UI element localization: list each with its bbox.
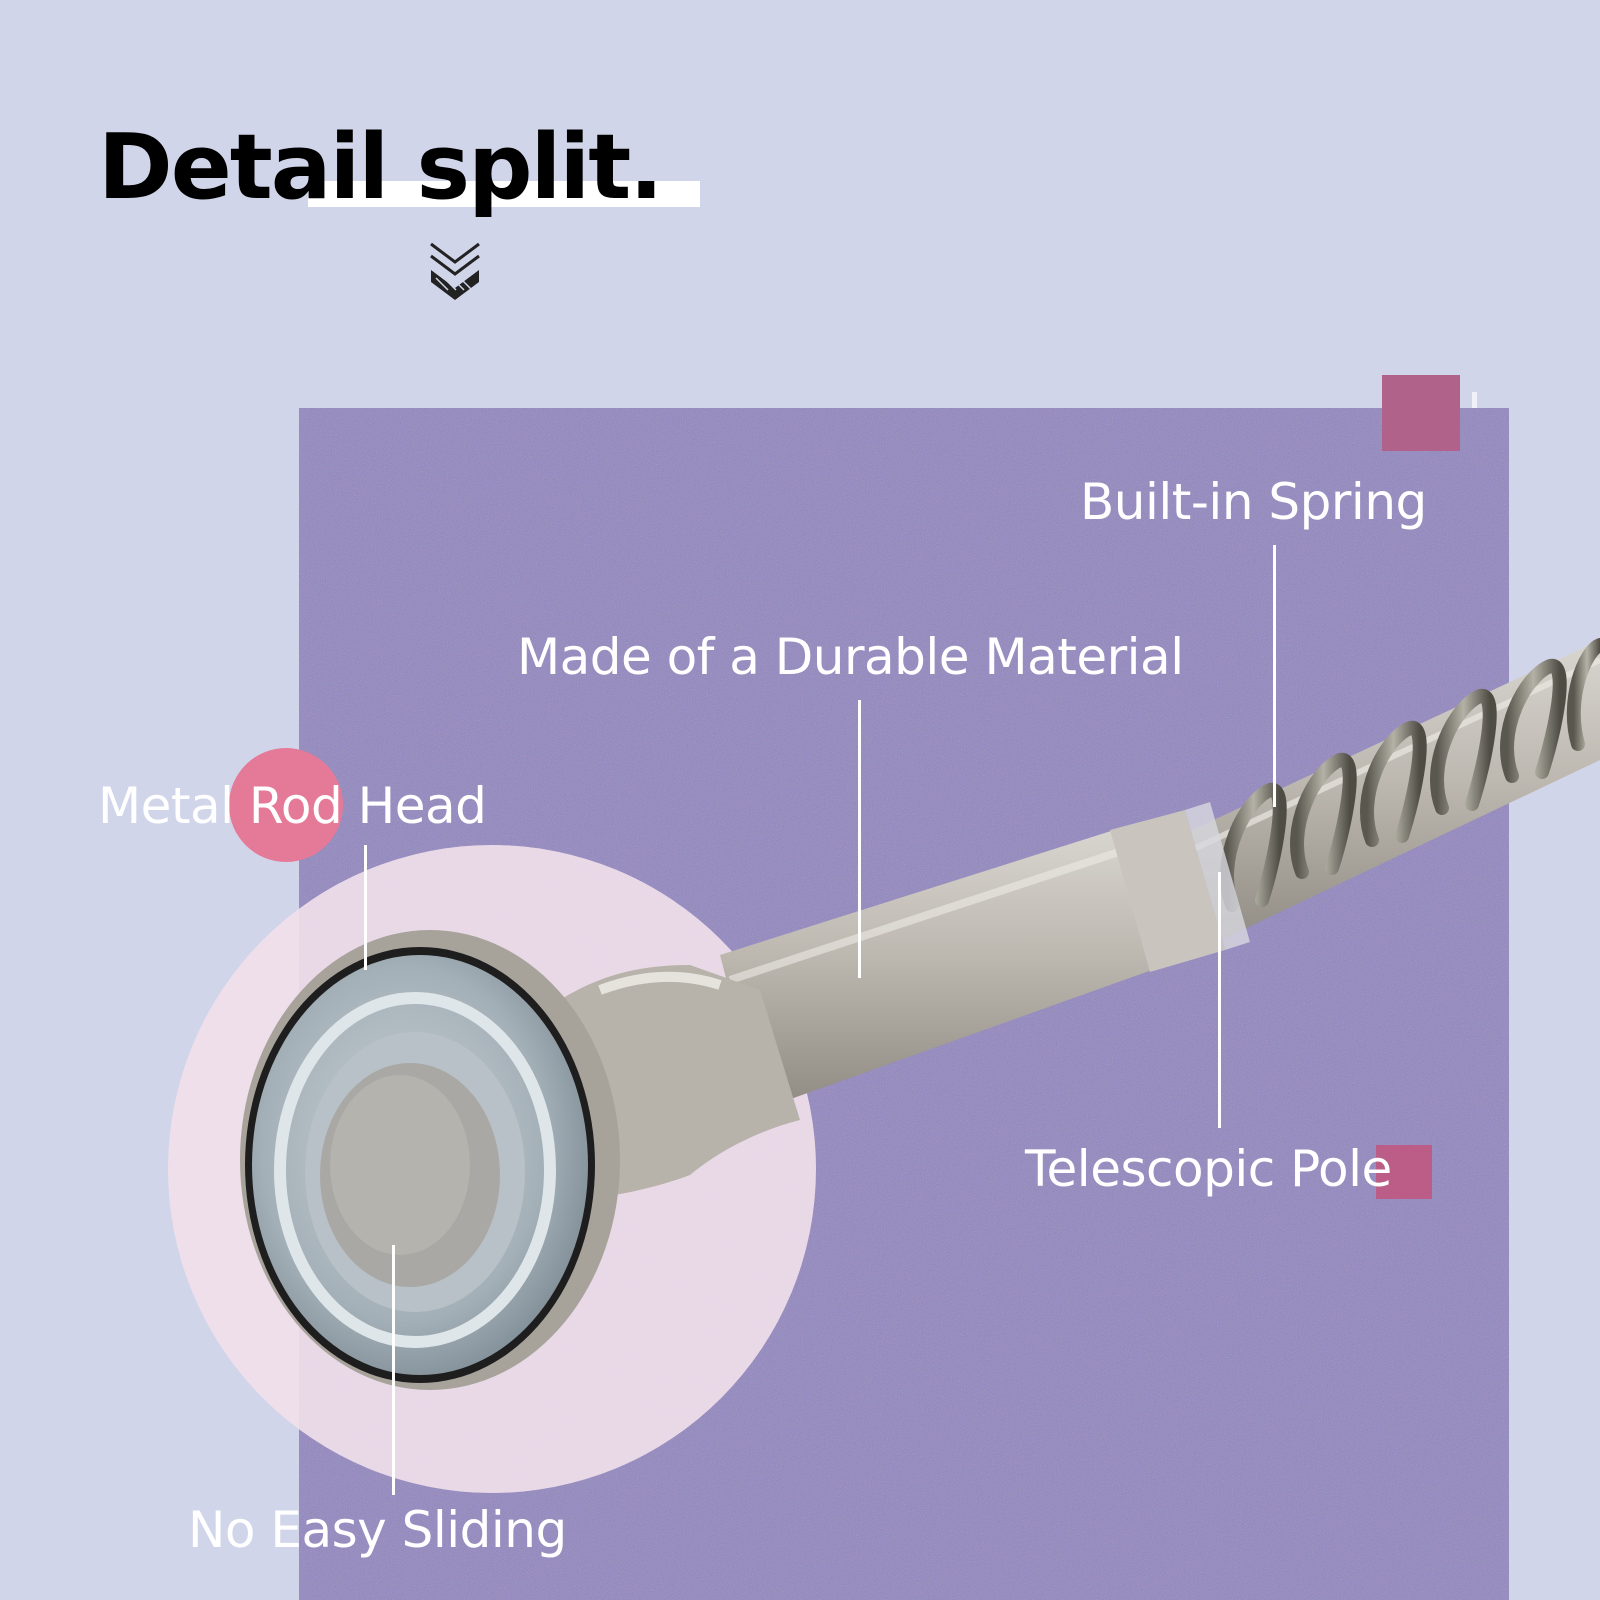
page-title: Detail split.	[98, 115, 663, 220]
leader-line-durable	[858, 700, 861, 978]
leader-line-spring	[1273, 545, 1276, 807]
accent-dot	[229, 748, 343, 862]
title-block: Detail split.	[98, 115, 700, 220]
leader-line-pole	[1218, 872, 1221, 1128]
telescopic-pole	[720, 802, 1250, 1110]
label-no-easy-sliding: No Easy Sliding	[188, 1501, 567, 1559]
label-telescopic-pole: Telescopic Pole	[1025, 1140, 1392, 1198]
metal-rod-head	[240, 930, 620, 1390]
leader-line-sliding	[392, 1245, 395, 1495]
label-built-in-spring: Built-in Spring	[1080, 473, 1427, 531]
label-metal-rod-head: Metal Rod Head	[98, 777, 487, 835]
rod-neck	[560, 965, 800, 1200]
double-chevron-down-icon	[430, 242, 480, 300]
built-in-spring	[1220, 638, 1600, 912]
accent-rectangle	[1376, 1145, 1432, 1199]
title-highlight-bar	[308, 181, 700, 207]
label-durable-material: Made of a Durable Material	[517, 628, 1184, 686]
leader-line-head	[364, 845, 367, 970]
decorative-square	[1382, 375, 1460, 451]
